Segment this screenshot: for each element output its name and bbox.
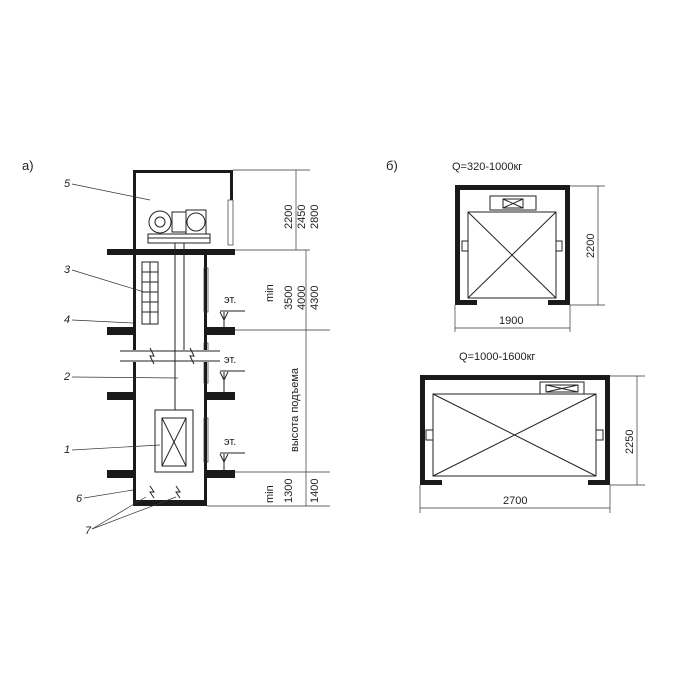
callout-4: 4	[64, 314, 70, 326]
large-capacity-label: Q=1000-1600кг	[459, 351, 535, 363]
callout-5: 5	[64, 178, 71, 190]
dim-2450: 2450	[296, 205, 308, 229]
small-depth-dim: 2200	[585, 234, 597, 258]
hoist-ropes	[174, 243, 185, 410]
dimension-lines-a	[207, 169, 330, 507]
hoist-machine	[147, 209, 211, 244]
small-width-dim: 1900	[499, 315, 523, 327]
floor-marks: эт. эт. эт.	[219, 294, 245, 470]
large-shaft-plan	[420, 375, 610, 485]
travel-height-label: высота подъема	[289, 367, 301, 452]
dim-1300: 1300	[283, 479, 295, 503]
floor-mark-upper: эт.	[224, 294, 236, 306]
callout-3: 3	[64, 264, 71, 276]
dim-1400: 1400	[309, 479, 321, 503]
large-width-dim: 2700	[503, 495, 527, 507]
large-depth-dim: 2250	[624, 430, 636, 454]
callouts: 5 3 4 2 1 6 7	[63, 178, 179, 537]
elevator-car	[154, 409, 194, 473]
dimension-text-a: 2200 2450 2800 min 3500 4000 4300 высота…	[264, 205, 321, 503]
panel-b-label: б)	[386, 158, 398, 173]
machine-room	[107, 170, 235, 255]
small-capacity-label: Q=320-1000кг	[452, 161, 522, 173]
dim-pit-min: min	[264, 485, 276, 503]
dim-4000: 4000	[296, 286, 308, 310]
callout-2: 2	[63, 371, 70, 383]
callout-1: 1	[64, 444, 70, 456]
pit-buffers	[149, 485, 181, 499]
small-plan-dims: 2200 1900	[454, 185, 605, 332]
callout-7: 7	[85, 525, 92, 537]
dim-2200: 2200	[283, 205, 295, 229]
dim-3500: 3500	[283, 286, 295, 310]
small-shaft-plan	[455, 185, 570, 305]
callout-6: 6	[76, 493, 83, 505]
counterweight	[141, 261, 159, 325]
floor-mark-lower: эт.	[224, 436, 236, 448]
break-line	[120, 347, 220, 365]
shaft-walls	[107, 255, 235, 506]
floor-mark-middle: эт.	[224, 354, 236, 366]
dim-overhead-min: min	[264, 284, 276, 302]
dim-2800: 2800	[309, 205, 321, 229]
panel-a-label: а)	[22, 158, 34, 173]
dim-4300: 4300	[309, 286, 321, 310]
large-plan-dims: 2250 2700	[419, 375, 645, 513]
